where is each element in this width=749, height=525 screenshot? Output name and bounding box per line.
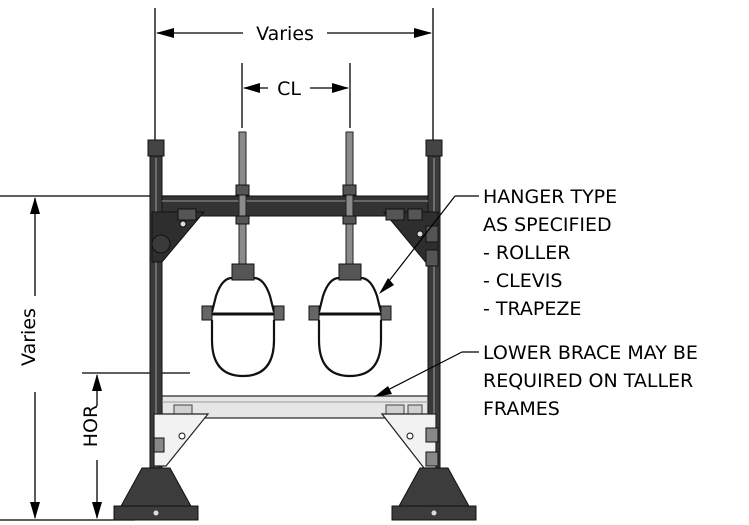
left-base-plate [113,467,199,521]
hanger-callout-line-1: HANGER TYPE [483,186,617,208]
right-clevis-hanger [308,263,392,378]
width-dimension: Varies [154,8,434,142]
lower-brace-callout-line-2: REQUIRED ON TALLER [483,370,693,392]
height-dimension-label: Varies [18,308,40,366]
height-dimension: Varies [0,195,242,521]
hanger-callout-line-2: AS SPECIFIED [483,214,612,236]
upper-beam [161,195,429,217]
hor-dimension-label: HOR [80,405,102,447]
hor-dimension: HOR [80,372,190,519]
upper-right-gusset [382,208,439,267]
lower-brace-callout: LOWER BRACE MAY BE REQUIRED ON TALLER FR… [374,342,698,420]
hanger-type-callout: HANGER TYPE AS SPECIFIED - ROLLER - CLEV… [379,186,617,320]
width-dimension-label: Varies [256,23,314,45]
lower-brace-callout-line-3: FRAMES [483,398,560,420]
lower-left-gusset [153,413,210,467]
centerline-dimension: CL [241,63,351,128]
left-clevis-hanger [201,263,285,378]
hanger-callout-line-4: - CLEVIS [483,270,562,292]
centerline-dimension-label: CL [277,78,301,100]
hanger-callout-line-5: - TRAPEZE [483,298,581,320]
lower-brace-callout-line-1: LOWER BRACE MAY BE [483,342,698,364]
upper-left-gusset [151,208,206,263]
hanger-callout-line-3: - ROLLER [483,242,570,264]
lower-brace [161,395,429,419]
right-base-plate [391,467,477,521]
lower-right-gusset [380,413,439,469]
